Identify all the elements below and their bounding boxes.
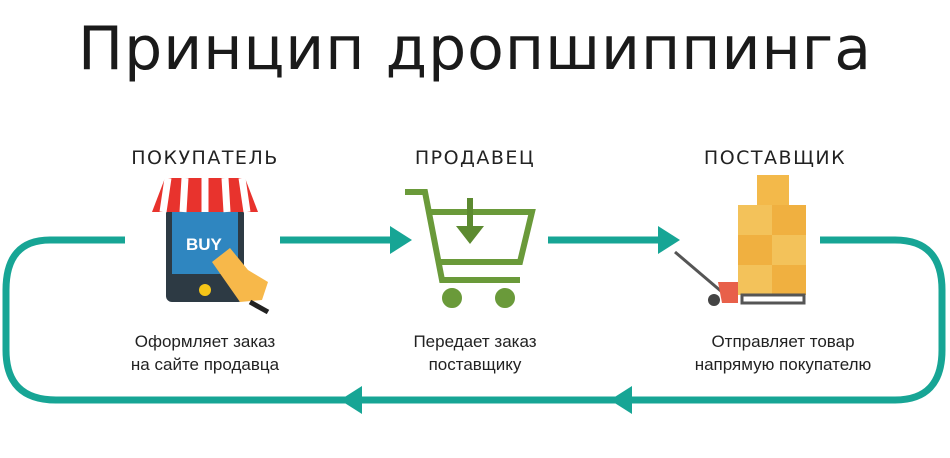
pallet-boxes-icon (674, 175, 806, 306)
step-desc-seller: Передает заказ поставщику (335, 330, 615, 376)
desc-line: Оформляет заказ (134, 332, 276, 351)
desc-line: Передает заказ (413, 332, 537, 351)
arrow-head-bottom-1 (340, 386, 362, 414)
arrow-head-bottom-2 (610, 386, 632, 414)
desc-line: напрямую покупателю (694, 355, 872, 374)
step-desc-supplier: Отправляет товар напрямую покупателю (643, 330, 923, 376)
step-label-seller: ПРОДАВЕЦ (414, 147, 536, 169)
desc-line: Отправляет товар (711, 332, 855, 351)
shop-phone-buy-icon: BUY (152, 177, 270, 315)
arrow-head-1 (390, 226, 412, 254)
shopping-cart-icon (405, 189, 536, 308)
buy-text: BUY (186, 235, 223, 254)
step-label-buyer: ПОКУПАТЕЛЬ (131, 147, 279, 169)
desc-line: на сайте продавца (130, 355, 280, 374)
step-desc-buyer: Оформляет заказ на сайте продавца (65, 330, 345, 376)
loop-line (2, 236, 946, 404)
arrow-head-2 (658, 226, 680, 254)
diagram-title: Принцип дропшиппинга (78, 14, 872, 84)
step-label-supplier: ПОСТАВЩИК (703, 147, 847, 169)
desc-line: поставщику (428, 355, 522, 374)
